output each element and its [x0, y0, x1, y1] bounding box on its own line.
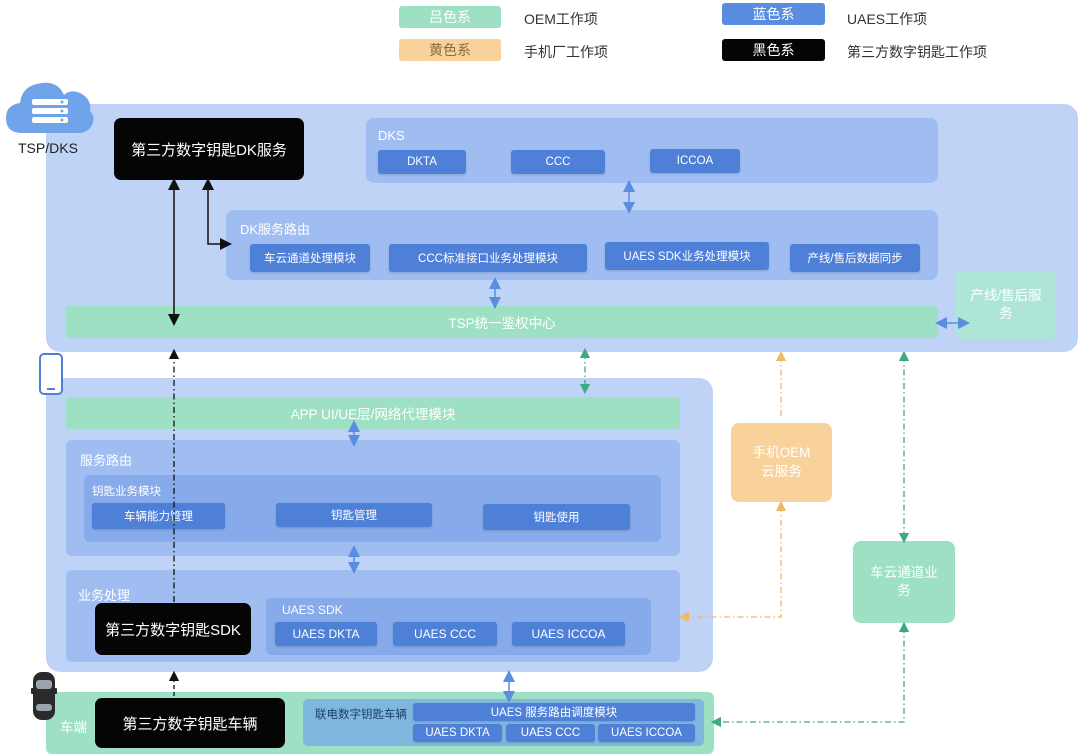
- auth-center-bar: TSP统一鉴权中心: [66, 306, 938, 338]
- service-router-title: 服务路由: [80, 453, 133, 468]
- dk-router-title: DK服务路由: [240, 222, 311, 237]
- legend-yellow-text: 手机厂工作项: [524, 44, 608, 60]
- legend-blue-swatch: 蓝色系: [722, 3, 825, 25]
- key-item-key-usage: 钥匙使用: [483, 504, 630, 530]
- router-item-ccc: CCC标准接口业务处理模块: [389, 244, 587, 272]
- vehicle-item-dkta: UAES DKTA: [413, 724, 502, 742]
- dks-item-iccoa: ICCOA: [650, 149, 740, 173]
- dks-title: DKS: [378, 128, 405, 143]
- router-item-uaes-sdk: UAES SDK业务处理模块: [605, 242, 769, 270]
- vehicle-item-ccc: UAES CCC: [506, 724, 595, 742]
- legend-yellow-swatch: 黄色系: [399, 39, 501, 61]
- biz-processing-title: 业务处理: [78, 588, 131, 603]
- legend-green-swatch: 吕色系: [399, 6, 501, 28]
- vehicle-label: 车端: [60, 720, 87, 735]
- app-layer-bar: APP UI/UE层/网络代理模块: [66, 397, 680, 429]
- router-item-vehicle-cloud: 车云通道处理模块: [250, 244, 370, 272]
- dks-item-ccc: CCC: [511, 150, 605, 174]
- uaes-sdk-item-ccc: UAES CCC: [393, 622, 497, 646]
- dk-service-block: 第三方数字钥匙DK服务: [114, 118, 304, 180]
- legend-green-text: OEM工作项: [524, 11, 598, 27]
- uaes-sdk-title: UAES SDK: [282, 603, 343, 617]
- car-icon: [30, 670, 58, 722]
- phone-oem-cloud-box: 手机OEM云服务: [731, 423, 832, 502]
- phone-icon: [38, 352, 64, 396]
- connected-vehicle-title: 联电数字钥匙车辆: [315, 709, 407, 721]
- legend-black-text: 第三方数字钥匙工作项: [847, 44, 987, 60]
- legend-black-swatch: 黑色系: [722, 39, 825, 61]
- uaes-router-module: UAES 服务路由调度模块: [413, 703, 695, 721]
- uaes-sdk-item-dkta: UAES DKTA: [275, 622, 377, 646]
- key-item-key-management: 钥匙管理: [276, 503, 432, 527]
- third-party-vehicle-block: 第三方数字钥匙车辆: [95, 698, 285, 748]
- dks-item-dkta: DKTA: [378, 150, 466, 174]
- vehicle-cloud-box: 车云通道业务: [853, 541, 955, 623]
- server-cloud-icon: [4, 75, 96, 135]
- key-item-vehicle-capability: 车辆能力管理: [92, 503, 225, 529]
- tsp-label: TSP/DKS: [18, 140, 78, 156]
- vehicle-item-iccoa: UAES ICCOA: [598, 724, 695, 742]
- aftersale-service-box: 产线/售后服务: [956, 271, 1056, 339]
- key-module-title: 钥匙业务模块: [92, 486, 161, 498]
- legend-blue-text: UAES工作项: [847, 11, 928, 27]
- router-item-data-sync: 产线/售后数据同步: [790, 244, 920, 272]
- sdk-block: 第三方数字钥匙SDK: [95, 603, 251, 655]
- uaes-sdk-item-iccoa: UAES ICCOA: [512, 622, 625, 646]
